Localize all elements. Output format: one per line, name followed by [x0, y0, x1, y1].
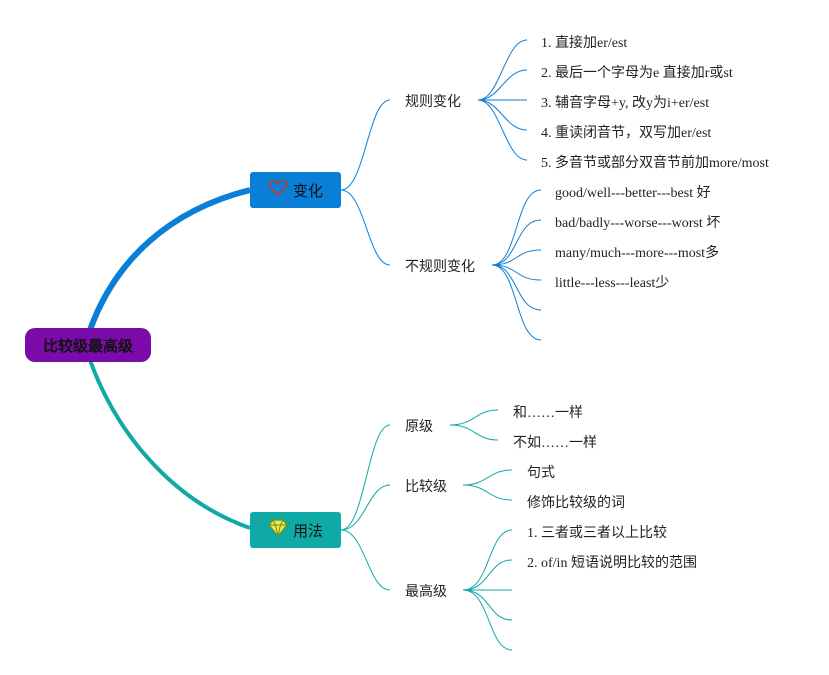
sub-superlative-degree-label: 最高级: [405, 584, 447, 600]
leaf-regular-5[interactable]: 5. 多音节或部分双音节前加more/most: [541, 152, 769, 172]
sub-positive-degree-label: 原级: [405, 419, 433, 435]
sub-positive-degree[interactable]: 原级: [405, 416, 433, 436]
sub-irregular-change-label: 不规则变化: [405, 259, 475, 275]
leaf-regular-1[interactable]: 1. 直接加er/est: [541, 32, 627, 52]
links-comparative-leaves: [462, 469, 513, 501]
root-link-usage: [88, 359, 251, 530]
links-positive-leaves: [449, 409, 499, 441]
leaf-label: 1. 直接加er/est: [541, 36, 628, 51]
leaf-comparative-2[interactable]: 修饰比较级的词: [527, 492, 625, 512]
leaf-label: many/much---more---most多: [555, 246, 720, 261]
sub-regular-change-label: 规则变化: [405, 94, 461, 110]
leaf-regular-4[interactable]: 4. 重读闭音节，双写加er/est: [541, 122, 711, 142]
links-irregular-leaves: [491, 189, 542, 341]
sub-superlative-degree[interactable]: 最高级: [405, 581, 447, 601]
leaf-label: 2. 最后一个字母为e 直接加r或st: [541, 66, 733, 81]
leaf-positive-1[interactable]: 和……一样: [513, 402, 583, 422]
leaf-label: 和……一样: [513, 406, 583, 421]
leaf-label: 2. of/in 短语说明比较的范围: [527, 556, 697, 571]
leaf-regular-3[interactable]: 3. 辅音字母+y, 改y为i+er/est: [541, 92, 709, 112]
leaf-comparative-1[interactable]: 句式: [527, 462, 555, 482]
leaf-positive-2[interactable]: 不如……一样: [513, 432, 597, 452]
leaf-label: bad/badly---worse---worst 坏: [555, 216, 721, 231]
leaf-irregular-3[interactable]: many/much---more---most多: [555, 242, 719, 262]
leaf-label: 不如……一样: [513, 436, 597, 451]
leaf-irregular-2[interactable]: bad/badly---worse---worst 坏: [555, 212, 720, 232]
root-link-change: [87, 187, 251, 332]
sub-comparative-degree-label: 比较级: [405, 479, 447, 495]
root-label: 比较级最高级: [42, 336, 133, 355]
leaf-superlative-2[interactable]: 2. of/in 短语说明比较的范围: [527, 552, 697, 572]
leaf-label: 3. 辅音字母+y, 改y为i+er/est: [541, 96, 710, 111]
root-node[interactable]: 比较级最高级: [25, 328, 151, 362]
branch-change[interactable]: 变化: [250, 172, 341, 208]
links-change-to-subs: [340, 99, 391, 266]
links-superlative-leaves: [462, 529, 513, 651]
leaf-label: 1. 三者或三者以上比较: [527, 526, 667, 541]
gem-icon: [268, 519, 288, 541]
branch-usage-label: 用法: [292, 521, 323, 540]
leaf-regular-2[interactable]: 2. 最后一个字母为e 直接加r或st: [541, 62, 733, 82]
sub-comparative-degree[interactable]: 比较级: [405, 476, 447, 496]
branch-usage[interactable]: 用法: [250, 512, 341, 548]
leaf-label: 4. 重读闭音节，双写加er/est: [541, 126, 712, 141]
leaf-label: 句式: [527, 466, 555, 481]
branch-change-label: 变化: [292, 181, 323, 200]
links-usage-to-subs: [340, 424, 391, 591]
leaf-irregular-1[interactable]: good/well---better---best 好: [555, 182, 711, 202]
leaf-superlative-1[interactable]: 1. 三者或三者以上比较: [527, 522, 667, 542]
leaf-label: 5. 多音节或部分双音节前加more/most: [541, 156, 769, 171]
leaf-label: good/well---better---best 好: [555, 186, 711, 201]
links-regular-leaves: [477, 39, 528, 161]
leaf-label: little---less---least少: [555, 276, 670, 291]
sub-irregular-change[interactable]: 不规则变化: [405, 256, 475, 276]
heart-icon: [268, 179, 288, 201]
sub-regular-change[interactable]: 规则变化: [405, 91, 461, 111]
leaf-label: 修饰比较级的词: [527, 496, 625, 511]
leaf-irregular-4[interactable]: little---less---least少: [555, 272, 669, 292]
